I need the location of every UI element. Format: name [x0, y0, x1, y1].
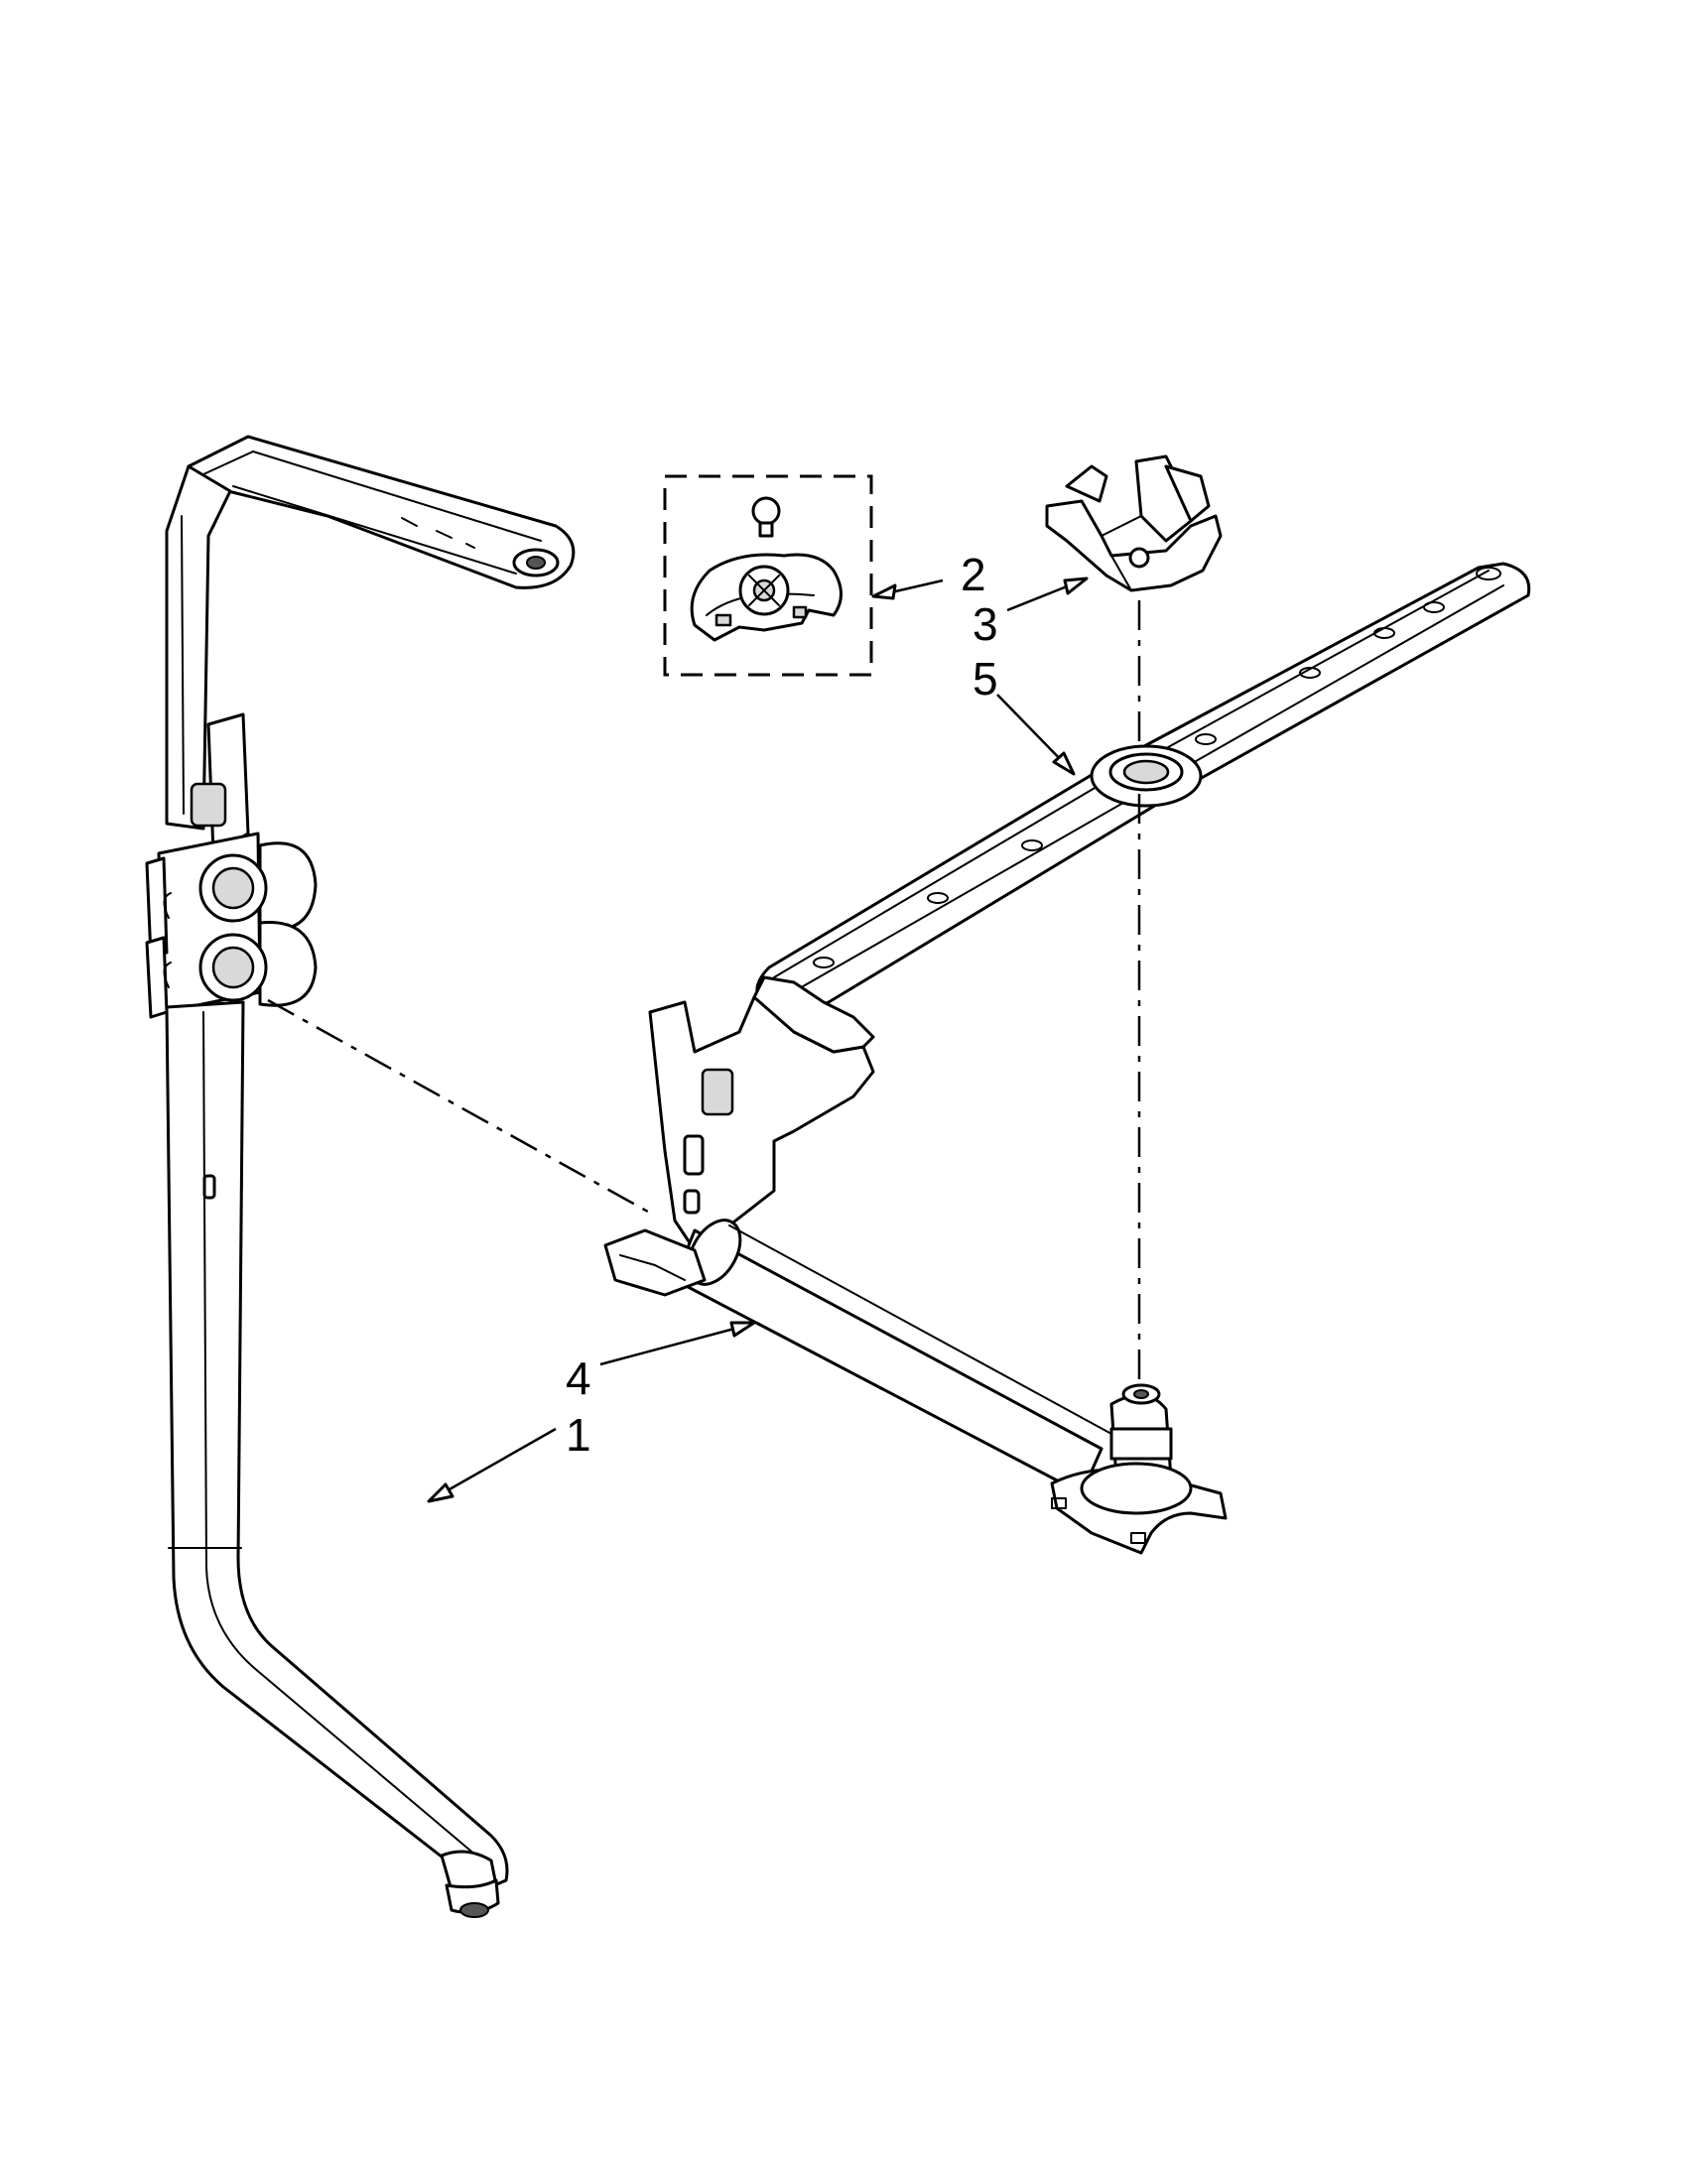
leader-1: [427, 1427, 557, 1503]
callout-3: 3: [973, 598, 998, 650]
part-5-upper-spray-arm[interactable]: [755, 562, 1531, 1012]
leader-2: [871, 578, 944, 600]
callout-5: 5: [973, 653, 998, 705]
part-3-spray-arm-mount[interactable]: [1045, 454, 1223, 592]
part-4-feed-tube[interactable]: [603, 975, 1228, 1555]
callout-1: 1: [566, 1409, 591, 1461]
leader-4: [599, 1321, 756, 1366]
part-1-supply-tube[interactable]: [145, 435, 576, 1918]
leader-5: [996, 694, 1076, 776]
part-2-retaining-clip[interactable]: [690, 496, 843, 642]
callout-4: 4: [566, 1352, 591, 1404]
callout-2: 2: [961, 549, 986, 600]
part-2-detail-box: [663, 474, 873, 677]
alignment-line-tube: [267, 998, 656, 1218]
leader-3: [1006, 577, 1089, 612]
